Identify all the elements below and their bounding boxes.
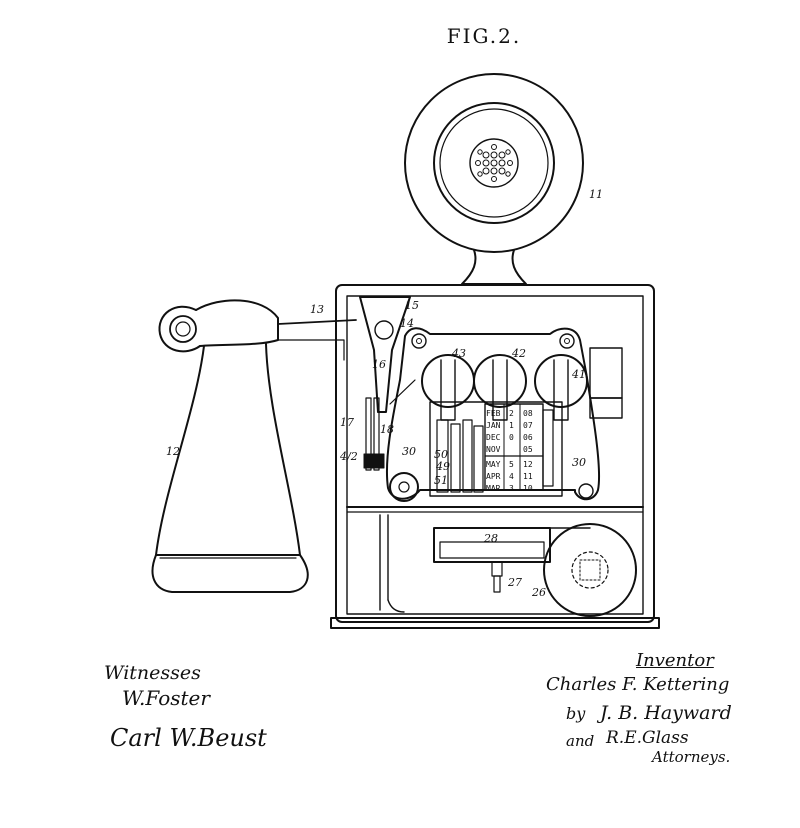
and-text: and [566, 732, 595, 750]
label-30-left: 30 [402, 445, 416, 458]
label-41: 41 [571, 368, 586, 381]
label-4-2: 4/2 [339, 450, 358, 463]
label-28: 28 [483, 532, 498, 545]
witnesses-heading: Witnesses [104, 662, 201, 684]
cal-digit-a-6: 4 [509, 472, 514, 481]
housing [330, 284, 660, 629]
attorney-2-signature: R.E.Glass [606, 728, 689, 748]
frame-plate [385, 327, 601, 502]
cal-month-2: JAN [486, 421, 501, 430]
inventor-signature: Charles F. Kettering [546, 674, 730, 695]
attorneys-label: Attorneys. [652, 748, 731, 766]
cal-digit-b-4: 05 [523, 445, 533, 454]
label-16: 16 [372, 358, 386, 371]
label-13: 13 [310, 303, 324, 316]
cal-digit-b-5: 12 [523, 460, 533, 469]
label-42: 42 [511, 347, 526, 360]
label-50: 50 [434, 448, 448, 461]
label-18: 18 [380, 423, 394, 436]
label-17: 17 [340, 416, 354, 429]
cal-digit-a-7: 3 [509, 484, 514, 493]
cal-month-6: APR [486, 472, 501, 481]
cal-month-5: MAY [486, 460, 501, 469]
inventor-heading: Inventor [636, 650, 714, 671]
calendar-mechanism [429, 401, 563, 497]
cal-digit-b-3: 06 [523, 433, 533, 442]
label-12: 12 [166, 445, 180, 458]
by-text: by [566, 704, 586, 723]
attorney-1-signature: J. B. Hayward [600, 702, 732, 724]
witness-2-signature: Carl W.Beust [110, 724, 267, 752]
desk-stand [151, 299, 357, 593]
label-15: 15 [405, 299, 419, 312]
label-11: 11 [589, 188, 603, 201]
cal-digit-a-5: 5 [509, 460, 514, 469]
label-51: 51 [434, 474, 448, 487]
label-14: 14 [400, 317, 414, 330]
paper-roll [539, 523, 637, 617]
label-26: 26 [531, 586, 546, 599]
label-43: 43 [451, 347, 466, 360]
cal-digit-b-7: 10 [523, 484, 533, 493]
cal-digit-b-2: 07 [523, 421, 533, 430]
cal-digit-a-2: 1 [509, 421, 514, 430]
receiver [404, 73, 584, 285]
cal-month-1: FEB [486, 409, 501, 418]
cal-month-4: NOV [486, 445, 501, 454]
hook-funnel [359, 296, 411, 413]
cal-digit-b-6: 11 [523, 472, 533, 481]
witness-1-signature: W.Foster [122, 686, 210, 710]
figure-title: FIG.2. [447, 24, 521, 48]
lower-block [433, 527, 551, 593]
label-30-right: 30 [572, 456, 586, 469]
drums [421, 354, 588, 421]
cal-digit-b-1: 08 [523, 409, 533, 418]
label-49: 49 [435, 460, 450, 473]
receiver-holes [475, 144, 513, 182]
cal-digit-a-1: 2 [509, 409, 514, 418]
cal-month-3: DEC [486, 433, 501, 442]
cal-month-7: MAR [486, 484, 501, 493]
cal-digit-a-3: 0 [509, 433, 514, 442]
switch-contacts [363, 379, 416, 471]
label-27: 27 [507, 576, 522, 589]
